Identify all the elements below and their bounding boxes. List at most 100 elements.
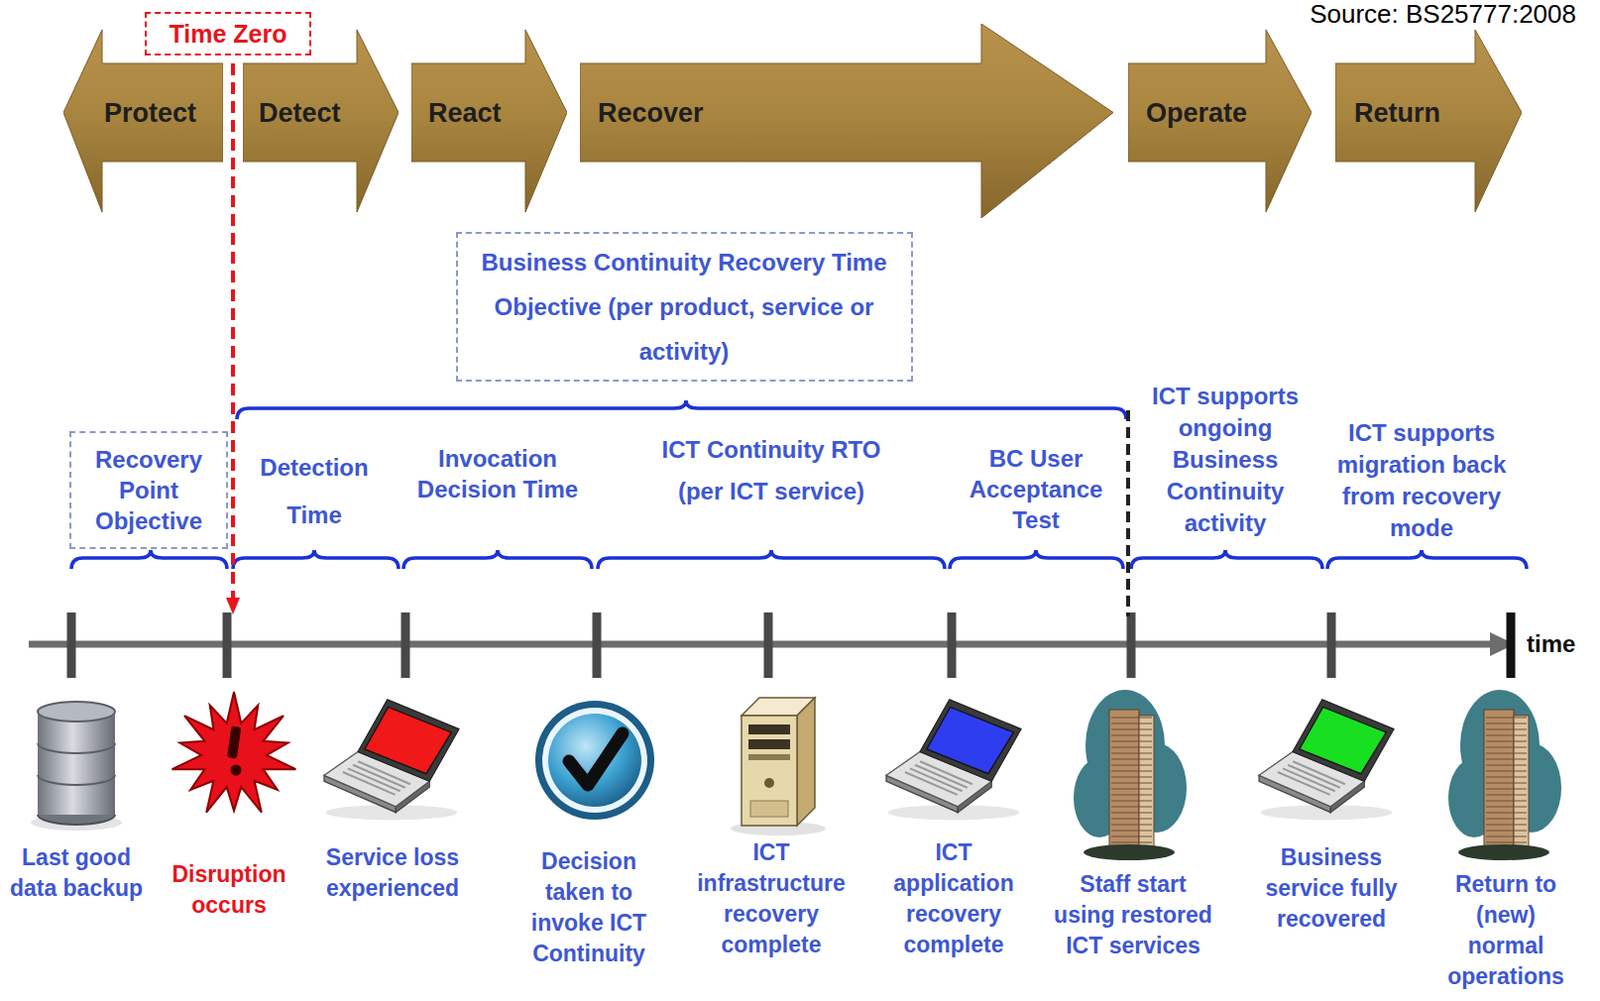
- timeline-tick: [223, 612, 232, 679]
- keyboard-row: [347, 768, 401, 792]
- window-row: [1485, 788, 1527, 790]
- interval-label: ICT supports ongoing Business Continuity…: [1140, 380, 1311, 540]
- window-row: [1111, 782, 1152, 784]
- brace: [236, 400, 1127, 420]
- event-caption: ICT application recovery complete: [879, 837, 1029, 961]
- drive-bay: [748, 754, 791, 761]
- event-caption: Staff start using restored ICT services: [1051, 869, 1216, 962]
- db-band: [37, 814, 115, 825]
- server-side: [797, 697, 815, 826]
- brace: [71, 400, 1527, 570]
- window-row: [1485, 734, 1527, 736]
- window-row: [1111, 829, 1152, 831]
- phase-arrow: Operate: [1128, 29, 1312, 213]
- power-button: [764, 778, 775, 789]
- event-caption: Last good data backup: [6, 842, 146, 905]
- window-row: [1485, 823, 1527, 825]
- db-band: [37, 775, 115, 786]
- window-row: [1111, 722, 1152, 724]
- window-row: [1111, 794, 1152, 796]
- brace: [232, 550, 399, 570]
- window-row: [1111, 716, 1152, 718]
- explosion-star: [172, 691, 297, 813]
- interval-label: Detection Time: [239, 444, 389, 540]
- time-zero-marker: [226, 63, 240, 615]
- laptop-screen-frame: [1292, 699, 1394, 782]
- phase-label: Detect: [258, 99, 342, 126]
- laptop-icon: [886, 699, 1022, 821]
- window-row: [1111, 734, 1152, 736]
- window-row: [1111, 835, 1152, 837]
- check-mark: [569, 733, 623, 786]
- phase-arrow: Protect: [63, 29, 224, 213]
- event-caption: Disruption occurs: [154, 859, 304, 921]
- shrubs: [1083, 844, 1175, 861]
- window-row: [1485, 805, 1527, 807]
- objective-box: Recovery Point Objective: [69, 431, 229, 550]
- objective-box: Business Continuity Recovery Time Object…: [456, 231, 914, 382]
- window-row: [1485, 794, 1527, 796]
- laptop-screen: [1299, 706, 1387, 774]
- window-row: [1485, 782, 1527, 784]
- box-text: Business Continuity Recovery Time Object…: [465, 239, 904, 374]
- time-zero-line: [230, 63, 235, 599]
- timeline-tick: [1327, 612, 1337, 679]
- check-ring: [535, 700, 655, 820]
- event-caption: Decision taken to invoke ICT Continuity: [514, 846, 664, 970]
- timeline-tick: [592, 612, 602, 679]
- exclamation-bar: [227, 725, 241, 759]
- window-row: [1485, 841, 1527, 843]
- keyboard-row: [342, 772, 396, 796]
- brace: [71, 550, 228, 570]
- arrow-outline: [63, 29, 224, 213]
- timeline-tick: [947, 612, 957, 679]
- tower-front: [1109, 709, 1140, 849]
- timeline-tick: [1506, 612, 1516, 679]
- time-zero-box: Time Zero: [144, 11, 311, 56]
- window-row: [1485, 716, 1527, 718]
- laptop-screen-frame: [919, 699, 1022, 782]
- window-row: [1111, 800, 1152, 801]
- keyboard-row: [910, 768, 963, 792]
- window-row: [1485, 770, 1527, 772]
- db-body: [37, 711, 115, 815]
- arrow-outline: [1128, 29, 1312, 213]
- window-row: [1111, 758, 1152, 760]
- check-ring: [542, 707, 648, 813]
- window-row: [1485, 835, 1527, 837]
- laptop-screen: [926, 706, 1015, 774]
- phase-label: Return: [1354, 99, 1441, 126]
- event-caption: Service loss experienced: [309, 842, 476, 905]
- window-row: [1111, 788, 1152, 790]
- db-band: [37, 743, 115, 754]
- timeline-tick: [764, 612, 774, 679]
- timeline-axis: [28, 641, 1497, 649]
- window-row: [1111, 823, 1152, 825]
- arrow-outline: [242, 29, 399, 213]
- check-disc: [548, 713, 642, 807]
- box-text: Time Zero: [168, 18, 287, 49]
- laptop-screen: [364, 706, 453, 774]
- brace: [949, 550, 1124, 570]
- window-row: [1111, 805, 1152, 807]
- window-row: [1485, 740, 1527, 742]
- disruption-icon: [172, 691, 297, 813]
- event-caption: Business service fully recovered: [1252, 842, 1411, 935]
- window-row: [1485, 752, 1527, 754]
- exclamation-dot: [230, 765, 242, 777]
- arrow-outline: [1335, 29, 1522, 213]
- db-body: [37, 711, 115, 815]
- laptop-screen-frame: [357, 699, 459, 782]
- phase-arrow: React: [411, 29, 568, 213]
- brace: [597, 550, 945, 570]
- window-row: [1485, 776, 1527, 778]
- interval-label: ICT Continuity RTO (per ICT service): [652, 429, 891, 513]
- vent: [750, 800, 789, 817]
- window-row: [1111, 728, 1152, 730]
- arrow-outline: [411, 29, 568, 213]
- time-zero-arrowhead: [226, 597, 240, 615]
- window-row: [1111, 841, 1152, 843]
- window-row: [1485, 829, 1527, 831]
- timeline-ticks: [67, 612, 1516, 679]
- db-top: [37, 701, 115, 722]
